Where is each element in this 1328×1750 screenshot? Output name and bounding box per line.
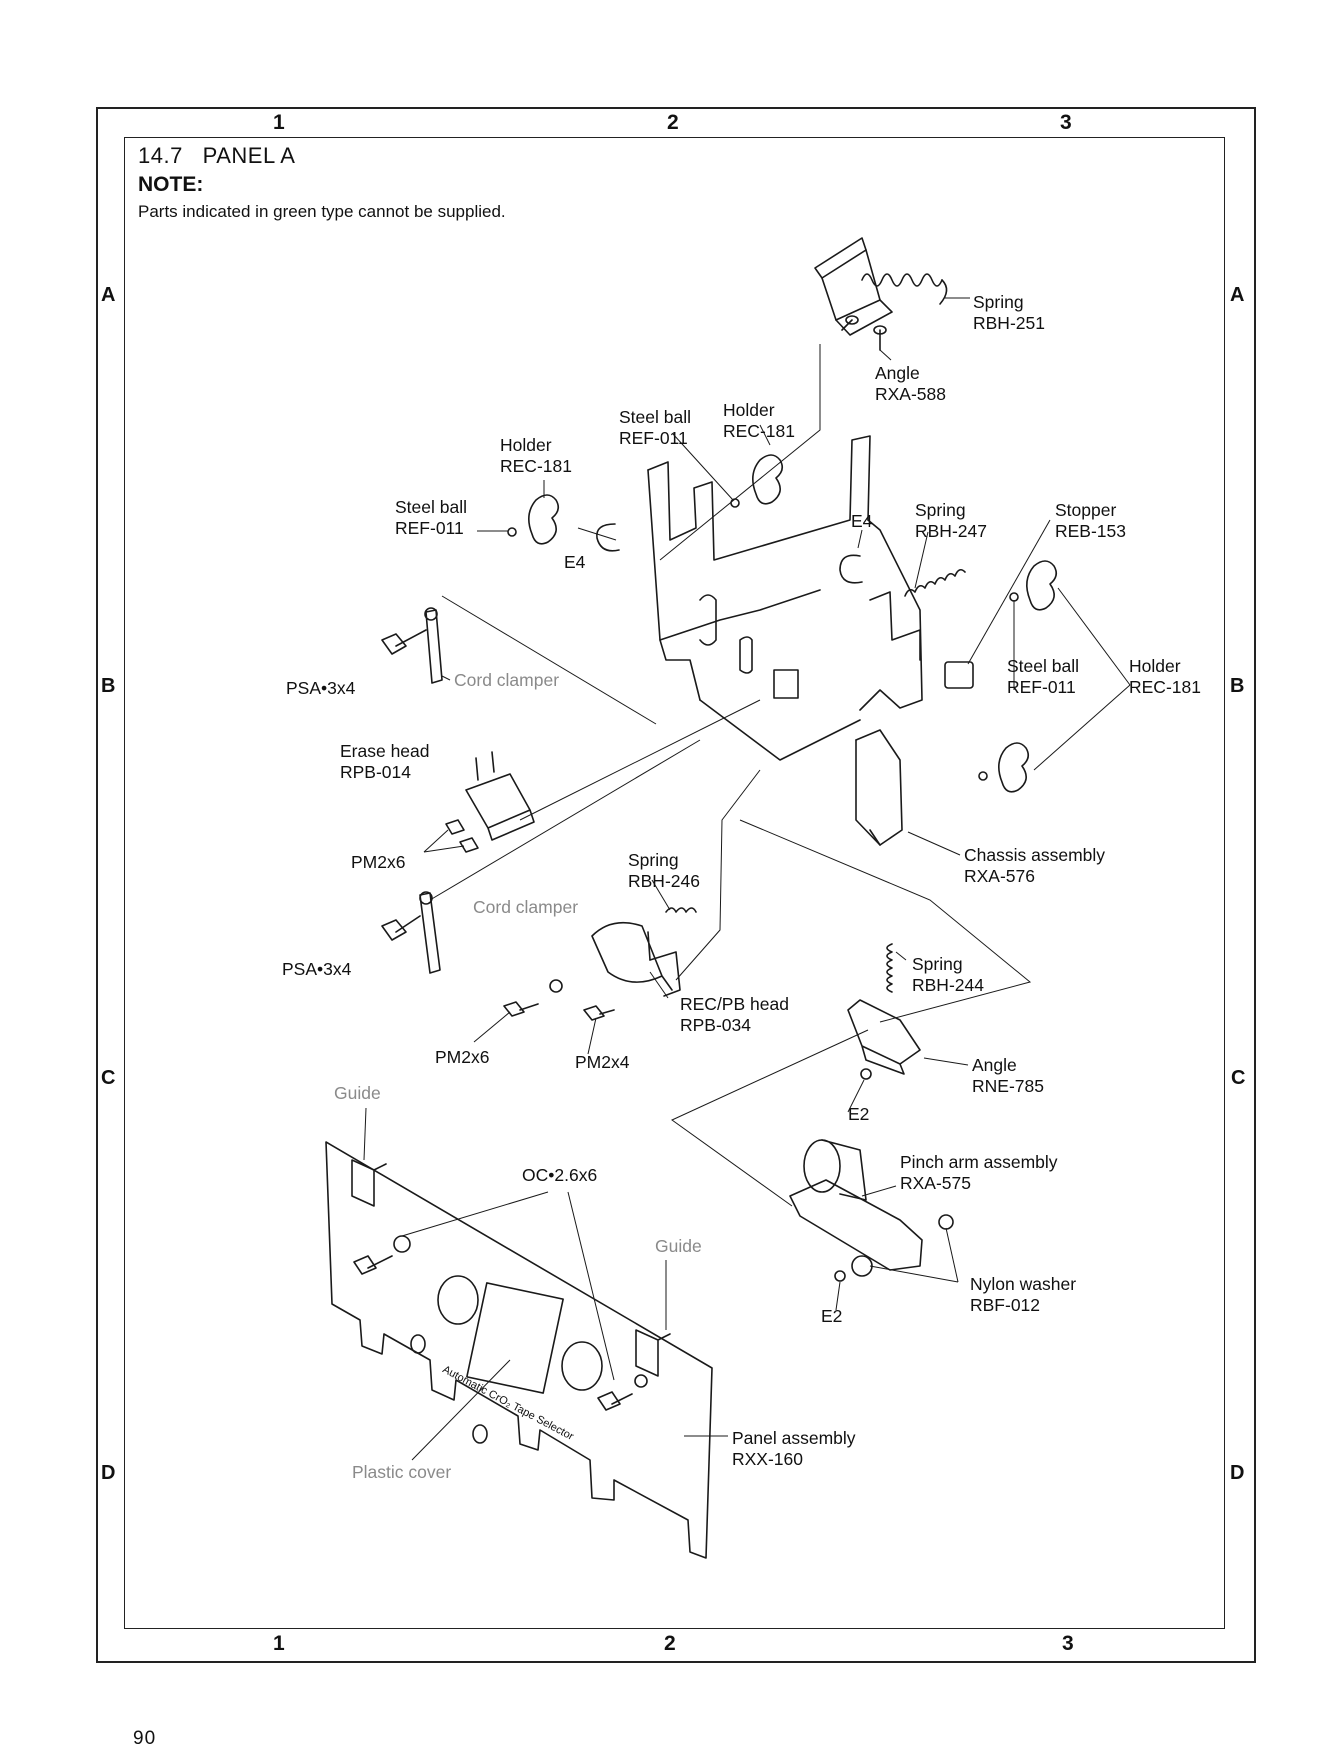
spring-rbh247-part [904,568,966,597]
guide-right-part [635,1329,671,1377]
label-pm2x6-bottom: PM2x6 [435,1047,490,1067]
grid-col-bottom-3: 3 [1062,1632,1074,1655]
grid-row-right-a: A [1230,284,1245,306]
label-pm2x6-top: PM2x6 [351,852,406,872]
grid-row-right-c: C [1231,1067,1246,1089]
grid-col-bottom-1: 1 [273,1632,285,1655]
holder-1-part [528,494,560,545]
holder-4-part [998,742,1030,793]
spring-rbh246-part [665,907,697,913]
page-number: 90 [133,1728,157,1749]
grid-row-left-d: D [101,1462,116,1484]
steel-ball-1-part [507,527,517,537]
psa-screw-1-part [381,629,427,655]
oc-screw-2-part [597,1391,633,1411]
grid-row-left-b: B [101,675,116,697]
e4-ring-2-part [839,554,863,584]
section-title: 14.7 PANEL A [138,143,295,169]
section-number: 14.7 [138,143,183,168]
steel-ball-4-part [978,771,988,781]
grid-col-top-3: 3 [1060,111,1072,134]
guide-left-part [351,1159,387,1207]
pm2x6-screw-part [503,1001,539,1017]
angle-rxa588-part [814,237,893,351]
label-pm2x4: PM2x4 [575,1052,630,1072]
erase-head-part [465,773,535,841]
steel-ball-3-part [1009,592,1019,602]
steel-ball-2-part [730,498,740,508]
label-cord-clamper-bottom: Cord clamper [473,897,579,917]
spring-rbh251-part [861,273,948,305]
label-psa-screw-top: PSA•3x4 [286,678,356,698]
label-e2-bottom: E2 [821,1306,843,1326]
grid-row-left-c: C [101,1067,116,1089]
grid-row-right-d: D [1230,1462,1245,1484]
cord-clamper-1-part [425,609,443,684]
outer-frame [96,107,1256,1663]
label-e2-top: E2 [848,1104,870,1124]
note-text: Parts indicated in green type cannot be … [138,202,506,221]
holder-3-part [1026,560,1058,611]
label-guide-left: Guide [334,1083,381,1103]
label-guide-right: Guide [655,1236,702,1256]
section-name: PANEL A [202,143,296,168]
spring-rbh244-part [886,943,893,993]
angle-rne785-part [847,999,921,1075]
inner-frame [124,137,1225,1629]
grid-col-top-1: 1 [273,111,285,134]
pm2x4-screw-part [583,1005,615,1021]
plastic-cover-part [466,1282,564,1394]
pinch-arm-part [789,1179,923,1271]
grid-col-bottom-2: 2 [664,1632,676,1655]
stopper-reb153-part [944,661,974,689]
panel-assembly-part [325,1141,713,1559]
grid-row-right-b: B [1230,675,1245,697]
note-heading: NOTE: [138,173,204,196]
cord-clamper-2-part [419,892,441,974]
grid-col-top-2: 2 [667,111,679,134]
label-e4-right: E4 [851,511,873,531]
chassis-rxa576-part [647,435,923,846]
label-plastic-cover: Plastic cover [352,1462,452,1482]
label-e4-left: E4 [564,552,586,572]
e4-ring-1-part [596,523,620,552]
psa-screw-2-part [381,915,421,941]
holder-2-part [752,454,784,505]
label-psa-screw-bottom: PSA•3x4 [282,959,352,979]
grid-row-left-a: A [101,284,116,306]
label-oc-screw: OC•2.6x6 [522,1165,598,1185]
label-cord-clamper-top: Cord clamper [454,670,560,690]
rec-pb-head-part [591,921,673,991]
oc-screw-1-part [353,1255,393,1275]
